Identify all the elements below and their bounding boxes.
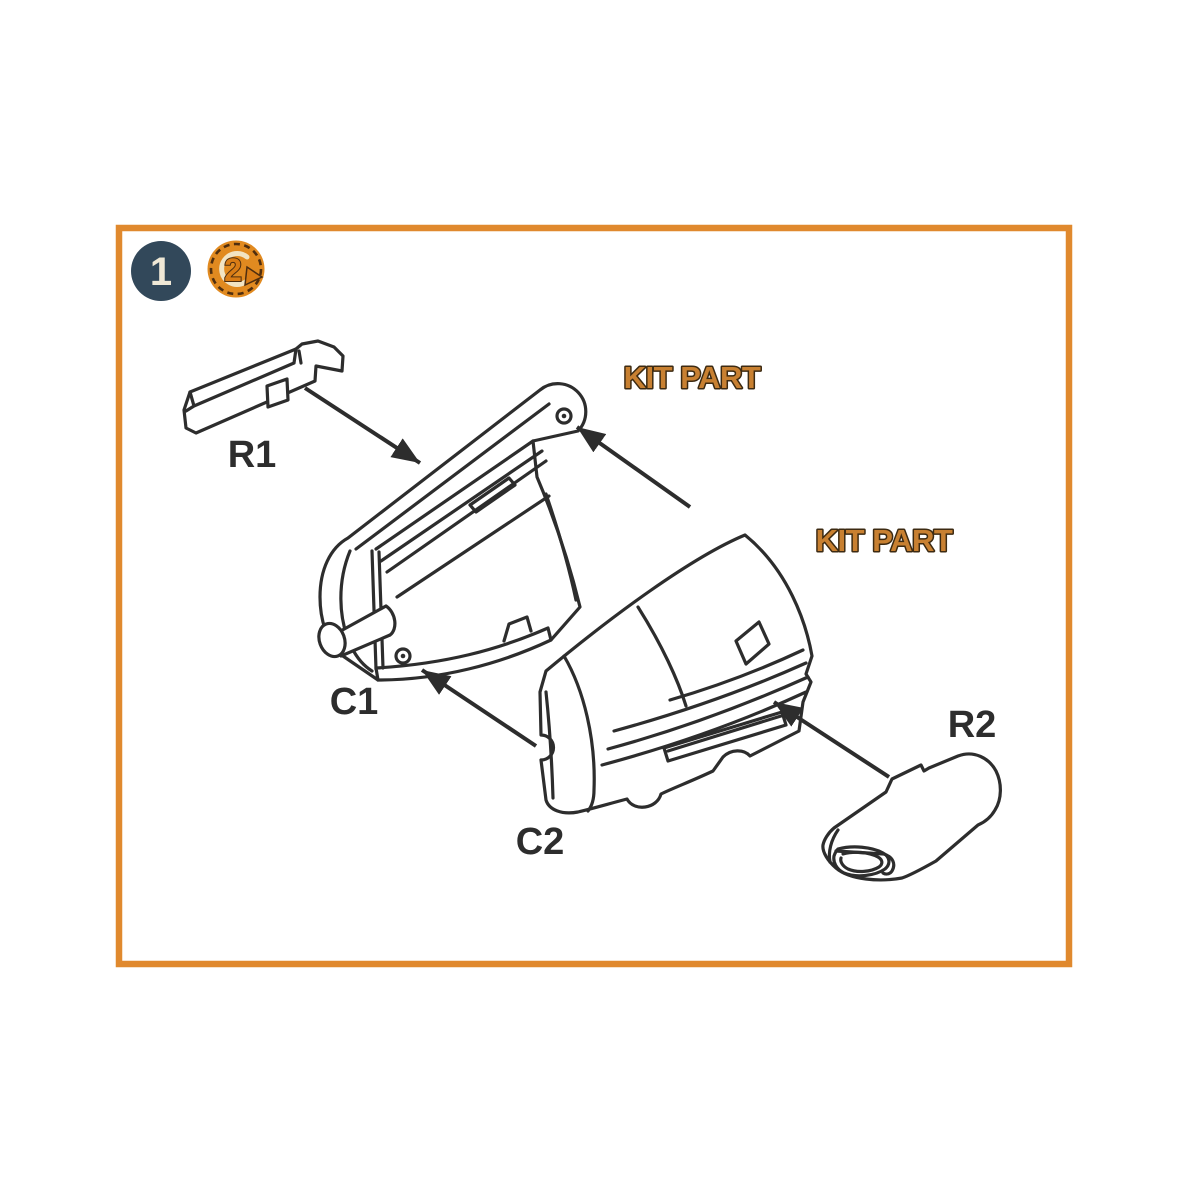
label-c2: C2 bbox=[516, 821, 565, 863]
label-r1: R1 bbox=[228, 434, 277, 476]
label-kit-part-top: KIT PART bbox=[624, 360, 761, 395]
arrow-r1-to-c1 bbox=[303, 386, 422, 465]
arrow-r2-to-c2 bbox=[772, 700, 891, 779]
arrow-kitpart-to-c1 bbox=[575, 425, 692, 509]
c2-window bbox=[734, 620, 771, 666]
part-r2-drawing bbox=[821, 752, 1002, 882]
rotate-arrow-head bbox=[244, 265, 264, 287]
step-2-number: 2 bbox=[224, 252, 242, 288]
step-2-dashed-ring bbox=[209, 242, 263, 296]
part-r1-drawing bbox=[182, 339, 345, 435]
rotate-arrow-icon bbox=[219, 251, 254, 287]
step-1-number: 1 bbox=[150, 250, 172, 294]
step-1-circle bbox=[131, 241, 191, 301]
label-kit-part-right: KIT PART bbox=[816, 523, 953, 558]
step-1-badge: 1 bbox=[131, 241, 191, 301]
c1-peg bbox=[337, 606, 390, 656]
diagram-frame bbox=[115, 224, 1073, 968]
arrow-c2-to-c1 bbox=[420, 668, 538, 748]
label-r2: R2 bbox=[948, 704, 997, 746]
step-2-badge: 2 bbox=[207, 240, 265, 298]
part-c2-drawing bbox=[538, 533, 814, 815]
assembly-arrows bbox=[303, 386, 891, 779]
label-c1: C1 bbox=[330, 681, 379, 723]
part-c1-drawing bbox=[317, 382, 588, 682]
